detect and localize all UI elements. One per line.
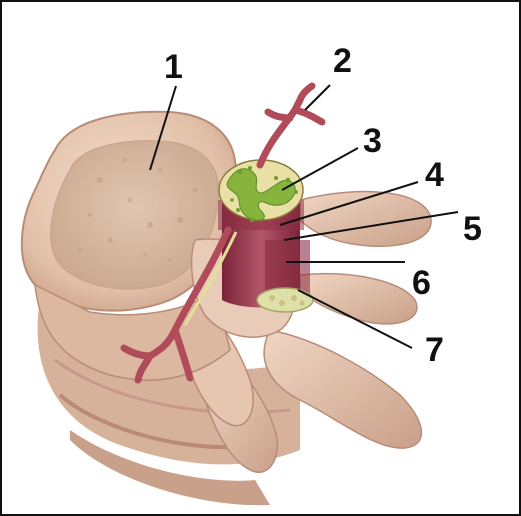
label-7: 7 [425,331,444,369]
label-1: 1 [164,48,183,86]
epidural-fat [257,288,313,312]
label-5: 5 [463,210,482,248]
label-4: 4 [425,156,444,194]
label-2: 2 [333,42,352,80]
label-3: 3 [363,122,382,160]
label-6: 6 [412,264,431,302]
leader-line-3 [282,148,358,190]
